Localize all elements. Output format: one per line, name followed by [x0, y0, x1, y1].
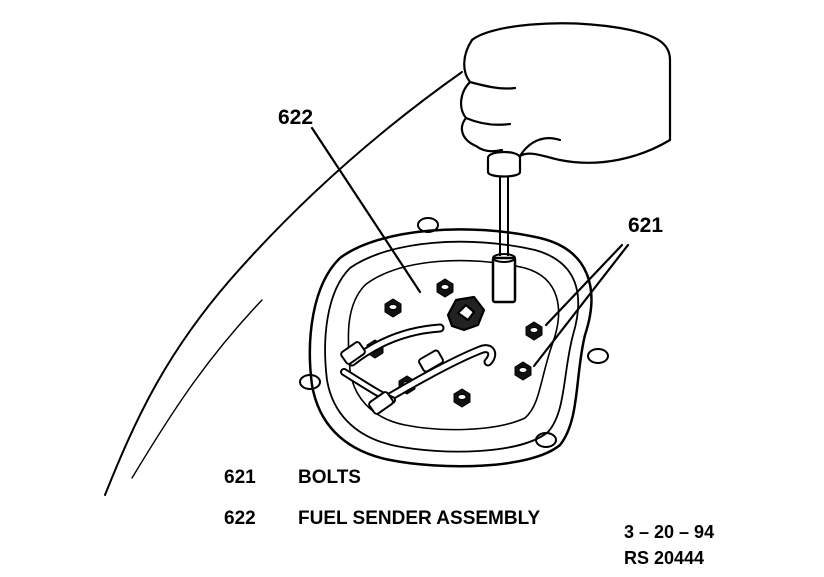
screwdriver — [486, 150, 522, 304]
fuel-lines — [340, 323, 497, 415]
sender-flange-outer — [308, 228, 593, 468]
leader-622 — [310, 126, 422, 294]
figure-code: RS 20444 — [624, 548, 705, 568]
bolt — [453, 388, 471, 408]
legend-text: BOLTS — [298, 467, 361, 488]
leader-621-a — [544, 243, 624, 327]
legend-text: FUEL SENDER ASSEMBLY — [298, 508, 541, 529]
callout-621: 621 — [628, 214, 663, 237]
tank-hole — [299, 374, 321, 390]
bolt — [384, 298, 402, 318]
callout-622: 622 — [278, 106, 313, 129]
legend-number: 622 — [224, 508, 256, 529]
hand — [460, 22, 672, 164]
figure-date: 3 – 20 – 94 — [624, 522, 715, 542]
leader-621-b — [532, 243, 630, 368]
tank-hole — [535, 432, 557, 448]
tank-outline — [104, 71, 463, 496]
tank-hole — [587, 348, 609, 364]
bolt — [525, 321, 543, 341]
tank-seam — [131, 299, 263, 479]
bolt — [436, 278, 454, 298]
tank-hole — [417, 217, 439, 233]
bolt — [514, 361, 532, 381]
leader-lines — [310, 126, 630, 368]
legend-number: 621 — [224, 467, 256, 488]
sender-flange-inner — [324, 240, 580, 453]
electrical-connector — [446, 295, 486, 332]
